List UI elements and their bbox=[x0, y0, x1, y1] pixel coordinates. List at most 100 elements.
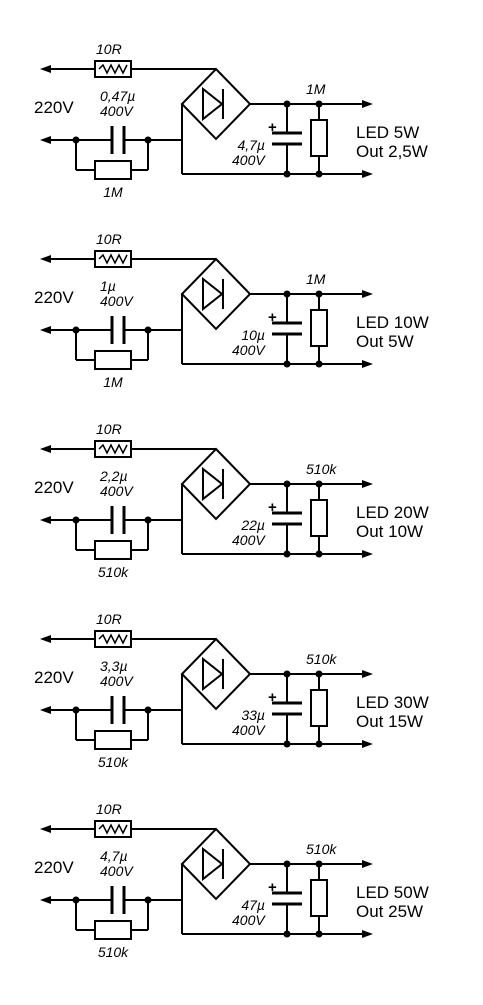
series-resistor-value: 10R bbox=[96, 801, 122, 817]
output-power-label: Out 25W bbox=[356, 902, 423, 921]
series-capacitor-value: 0,47µ bbox=[100, 88, 135, 104]
discharge-resistor bbox=[94, 730, 132, 750]
series-capacitor-voltage: 400V bbox=[100, 863, 134, 879]
diode-icon bbox=[202, 846, 224, 882]
series-capacitor-value: 1µ bbox=[100, 278, 116, 294]
series-capacitor-voltage: 400V bbox=[100, 673, 134, 689]
bleed-resistor bbox=[310, 119, 328, 157]
bridge-rectifier bbox=[180, 67, 252, 141]
bleed-resistor-value: 510k bbox=[306, 461, 337, 477]
resistor-zigzag bbox=[98, 633, 128, 645]
series-capacitor-voltage: 400V bbox=[100, 293, 134, 309]
output-arrow-bottom bbox=[362, 740, 373, 748]
series-capacitor-voltage: 400V bbox=[100, 103, 134, 119]
mains-voltage-label: 220V bbox=[34, 858, 74, 877]
output-arrow-top bbox=[362, 670, 373, 678]
output-arrow-bottom bbox=[362, 170, 373, 178]
mains-input-arrow-top bbox=[40, 825, 51, 833]
output-arrow-top bbox=[362, 480, 373, 488]
output-arrow-top bbox=[362, 290, 373, 298]
bleed-resistor bbox=[310, 499, 328, 537]
bleed-resistor-value: 510k bbox=[306, 651, 337, 667]
bleed-resistor bbox=[310, 309, 328, 347]
led-power-label: LED 50W bbox=[356, 883, 429, 902]
bridge-rectifier bbox=[180, 827, 252, 901]
output-power-label: Out 15W bbox=[356, 712, 423, 731]
mains-input-arrow-top bbox=[40, 255, 51, 263]
bridge-rectifier bbox=[180, 637, 252, 711]
series-capacitor-voltage: 400V bbox=[100, 483, 134, 499]
series-resistor-value: 10R bbox=[96, 231, 122, 247]
led-power-label: LED 20W bbox=[356, 503, 429, 522]
polarity-plus-icon: + bbox=[268, 499, 277, 516]
led-power-label: LED 10W bbox=[356, 313, 429, 332]
filter-capacitor-voltage: 400V bbox=[232, 532, 266, 548]
discharge-resistor-value: 510k bbox=[98, 754, 129, 770]
output-arrow-bottom bbox=[362, 930, 373, 938]
polarity-plus-icon: + bbox=[268, 119, 277, 136]
filter-capacitor-voltage: 400V bbox=[232, 912, 266, 928]
filter-capacitor-voltage: 400V bbox=[232, 152, 266, 168]
output-arrow-bottom bbox=[362, 550, 373, 558]
discharge-resistor bbox=[94, 160, 132, 180]
discharge-resistor-value: 1M bbox=[103, 184, 123, 200]
polarity-plus-icon: + bbox=[268, 309, 277, 326]
discharge-resistor-value: 510k bbox=[98, 944, 129, 960]
discharge-resistor-value: 1M bbox=[103, 374, 123, 390]
mains-input-arrow-bottom bbox=[40, 516, 51, 524]
resistor-zigzag bbox=[98, 253, 128, 265]
series-resistor-value: 10R bbox=[96, 41, 122, 57]
polarity-plus-icon: + bbox=[268, 879, 277, 896]
bridge-rectifier bbox=[180, 447, 252, 521]
filter-capacitor-value: 4,7µ bbox=[237, 137, 265, 153]
series-capacitor-value: 3,3µ bbox=[100, 658, 128, 674]
series-capacitor-value: 4,7µ bbox=[100, 848, 128, 864]
resistor-zigzag bbox=[98, 443, 128, 455]
mains-input-arrow-bottom bbox=[40, 896, 51, 904]
resistor-zigzag bbox=[98, 63, 128, 75]
filter-capacitor-voltage: 400V bbox=[232, 342, 266, 358]
diode-icon bbox=[202, 276, 224, 312]
diode-icon bbox=[202, 656, 224, 692]
filter-capacitor-value: 22µ bbox=[240, 517, 265, 533]
output-power-label: Out 10W bbox=[356, 522, 423, 541]
mains-input-arrow-bottom bbox=[40, 706, 51, 714]
diode-icon bbox=[202, 466, 224, 502]
series-resistor-value: 10R bbox=[96, 421, 122, 437]
bleed-resistor-value: 1M bbox=[306, 271, 326, 287]
mains-input-arrow-top bbox=[40, 445, 51, 453]
filter-capacitor-voltage: 400V bbox=[232, 722, 266, 738]
polarity-plus-icon: + bbox=[268, 689, 277, 706]
series-capacitor-value: 2,2µ bbox=[99, 468, 128, 484]
led-power-label: LED 5W bbox=[356, 123, 419, 142]
discharge-resistor bbox=[94, 350, 132, 370]
mains-voltage-label: 220V bbox=[34, 478, 74, 497]
bridge-rectifier bbox=[180, 257, 252, 331]
led-power-label: LED 30W bbox=[356, 693, 429, 712]
resistor-zigzag bbox=[98, 823, 128, 835]
series-resistor-value: 10R bbox=[96, 611, 122, 627]
mains-input-arrow-top bbox=[40, 635, 51, 643]
output-power-label: Out 2,5W bbox=[356, 142, 428, 161]
bleed-resistor bbox=[310, 879, 328, 917]
mains-input-arrow-top bbox=[40, 65, 51, 73]
bleed-resistor-value: 510k bbox=[306, 841, 337, 857]
discharge-resistor bbox=[94, 540, 132, 560]
discharge-resistor bbox=[94, 920, 132, 940]
output-arrow-top bbox=[362, 860, 373, 868]
filter-capacitor-value: 10µ bbox=[241, 327, 265, 343]
output-power-label: Out 5W bbox=[356, 332, 414, 351]
mains-input-arrow-bottom bbox=[40, 136, 51, 144]
mains-voltage-label: 220V bbox=[34, 98, 74, 117]
bleed-resistor-value: 1M bbox=[306, 81, 326, 97]
filter-capacitor-value: 47µ bbox=[241, 897, 265, 913]
output-arrow-top bbox=[362, 100, 373, 108]
mains-voltage-label: 220V bbox=[34, 288, 74, 307]
